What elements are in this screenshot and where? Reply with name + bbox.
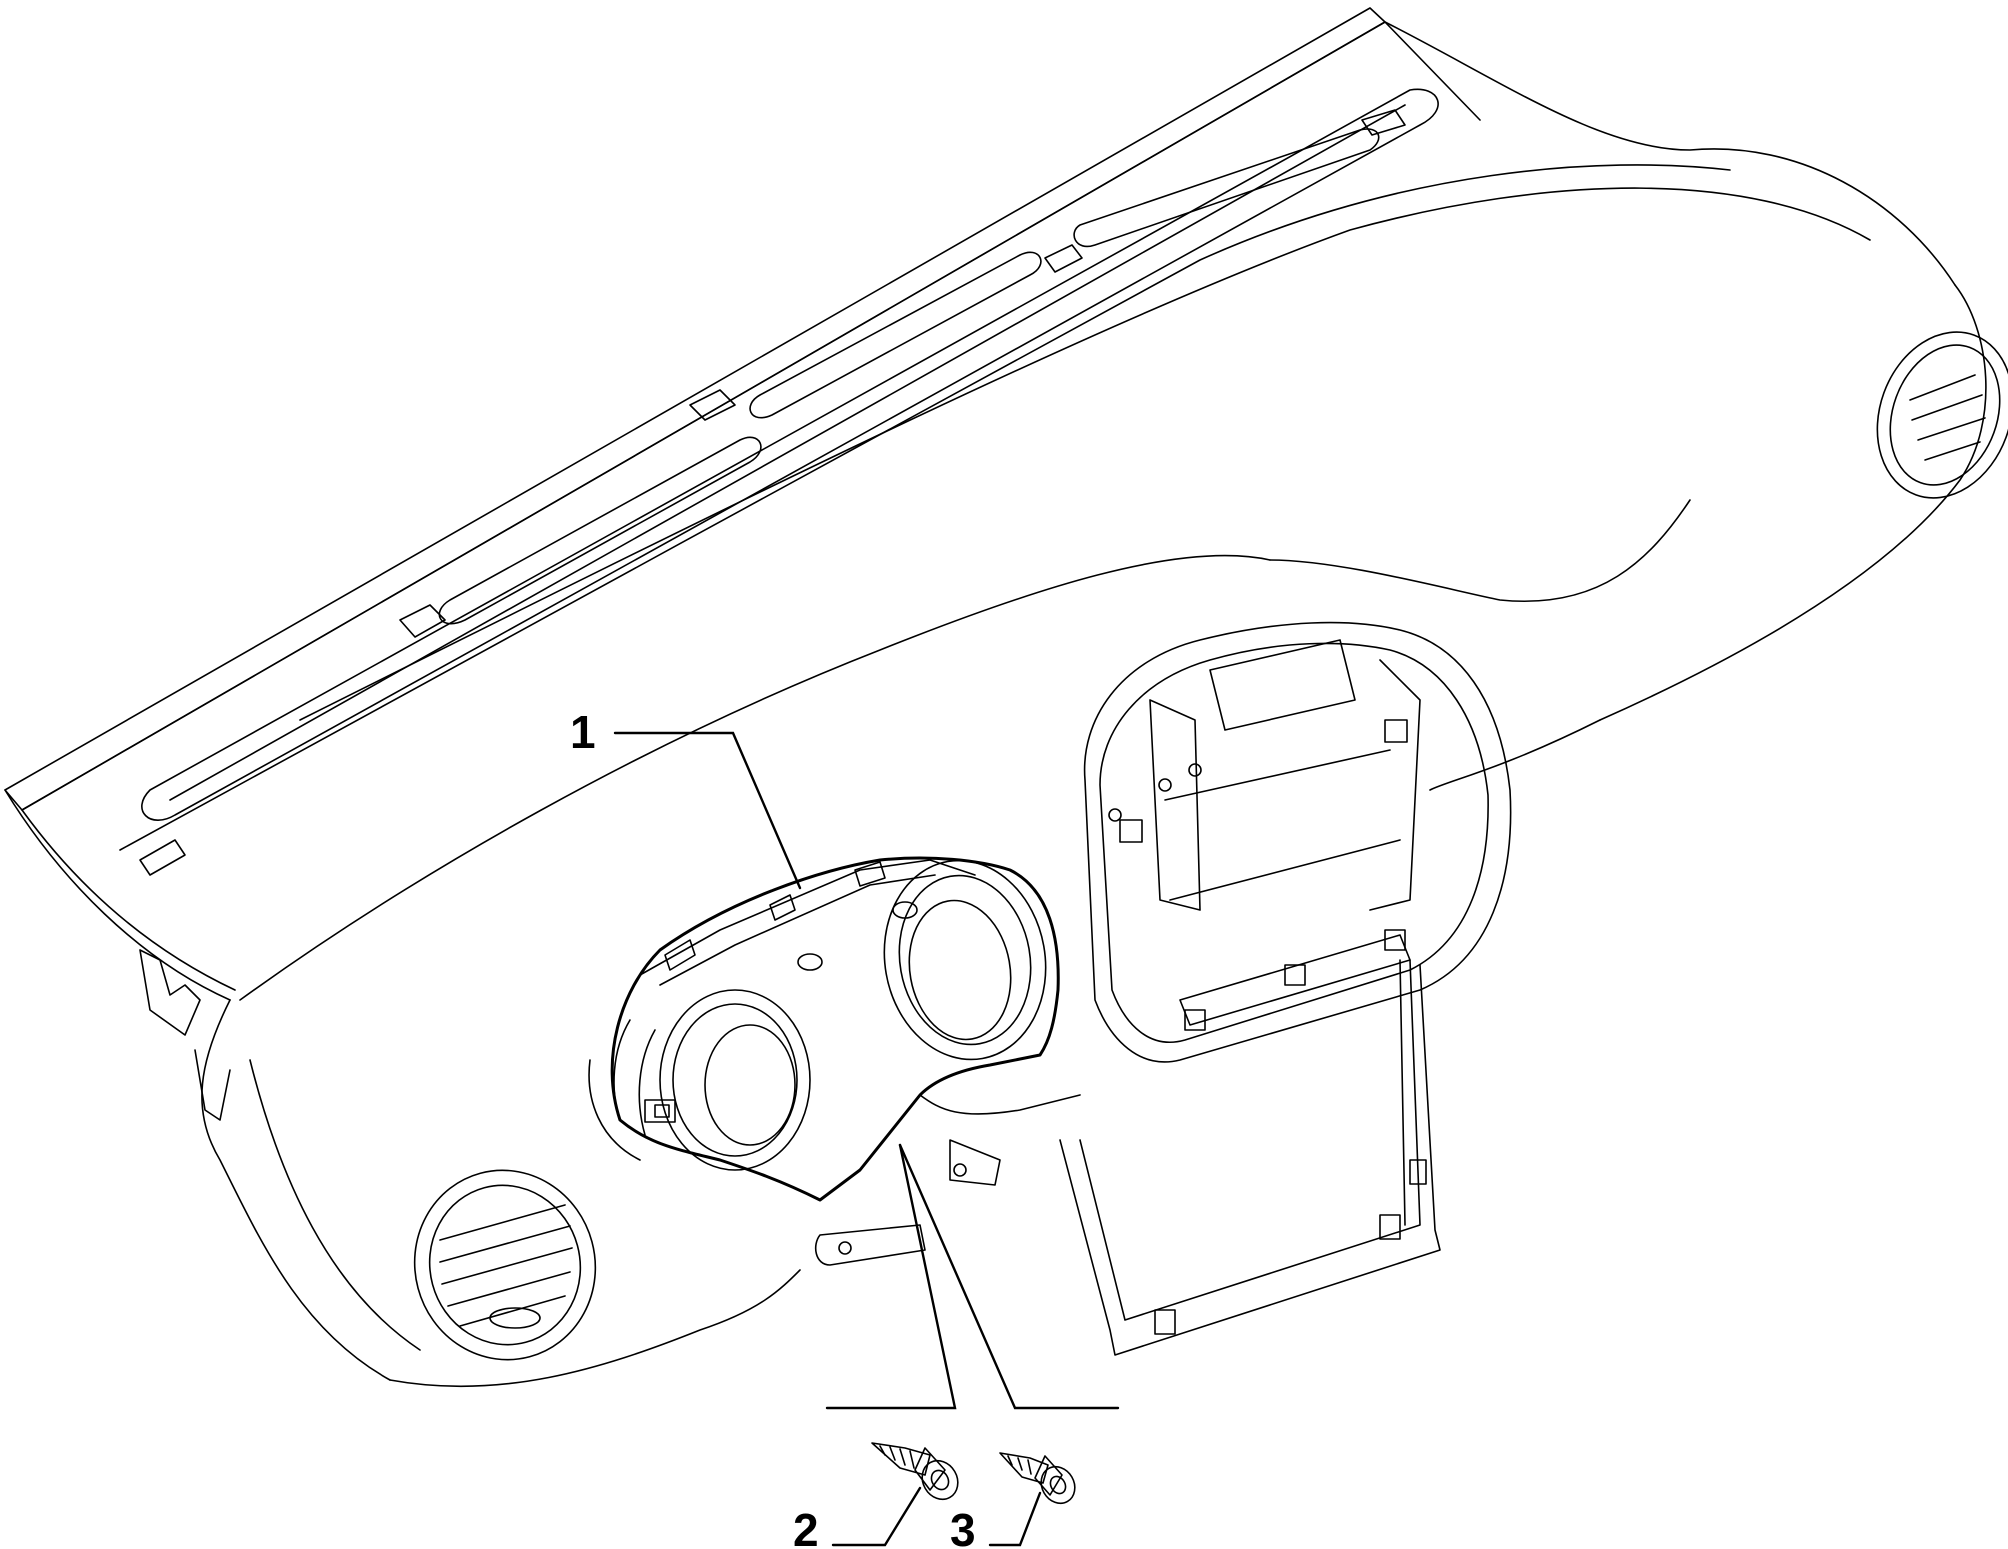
leader-part-2-upper [825, 1143, 957, 1410]
right-air-vent [1876, 331, 2008, 499]
leader-lines [613, 731, 1120, 1547]
lower-center-bracket [814, 959, 1441, 1356]
leader-part-3-upper [898, 1143, 1120, 1410]
callout-1: 1 [570, 706, 596, 758]
screw-part-3 [999, 1452, 1076, 1505]
leader-part-2-lower [831, 1486, 922, 1547]
instrument-cluster [588, 856, 1081, 1202]
callout-2: 2 [793, 1504, 819, 1549]
center-console-frame [1083, 621, 1512, 1063]
left-air-vent [413, 1169, 597, 1361]
leader-part-1 [613, 731, 802, 890]
callout-3: 3 [950, 1504, 976, 1549]
screw-part-2 [871, 1442, 959, 1501]
leader-part-3-lower [988, 1491, 1042, 1547]
